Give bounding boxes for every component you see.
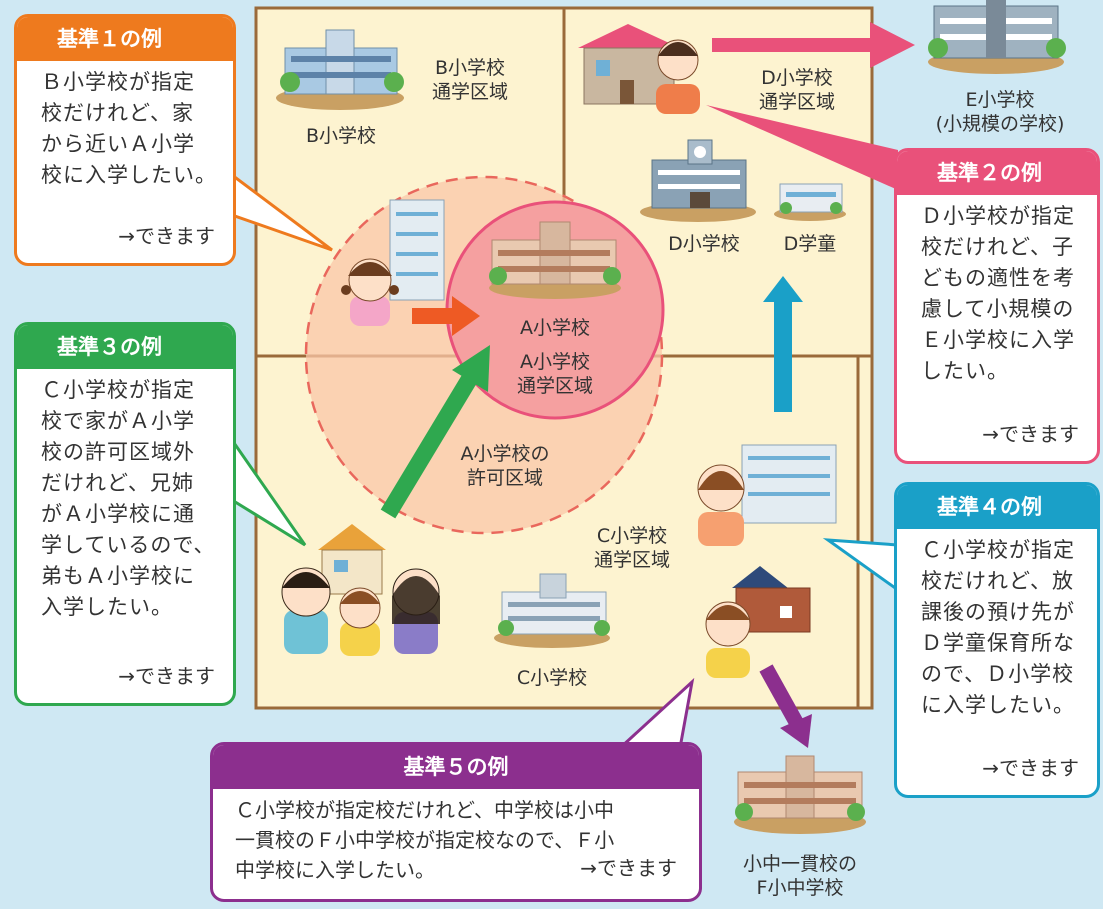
- apartment-building-icon: [389, 199, 445, 301]
- example-3-result: →できます: [118, 664, 215, 688]
- ex4-line: 校だけれど、放: [921, 569, 1074, 593]
- f-school-line-1: 小中一貫校の: [742, 853, 857, 875]
- a-permit-label: A小学校の 許可区域: [450, 442, 560, 490]
- example-1-title: 基準１の例: [17, 17, 233, 61]
- ex2-line: したい。: [921, 359, 1009, 383]
- e-school-line-1: E小学校: [965, 89, 1035, 111]
- c-area-line-1: C小学校: [596, 525, 668, 547]
- ex3-line: 弟もＡ小学校に: [41, 564, 195, 588]
- example-5-box: 基準５の例 Ｃ小学校が指定校だけれど、中学校は小中 一貫校のＦ小中学校が指定校な…: [210, 742, 702, 902]
- example-5-title: 基準５の例: [213, 745, 699, 789]
- a-area-line-1: A小学校: [520, 351, 590, 373]
- ex1-line: 校に入学したい。: [41, 163, 217, 187]
- example-1-box: 基準１の例 Ｂ小学校が指定 校だけれど、家 から近いＡ小学 校に入学したい。 →…: [14, 14, 236, 266]
- example-1-body: Ｂ小学校が指定 校だけれど、家 から近いＡ小学 校に入学したい。: [17, 61, 233, 191]
- girl-c-icon: [697, 464, 745, 546]
- f-school-building-icon: [734, 755, 866, 834]
- b-area-line-2: 通学区域: [431, 81, 508, 103]
- example-4-title: 基準４の例: [897, 485, 1097, 529]
- ex1-line: 校だけれど、家: [41, 101, 194, 125]
- d-gakudo-building-icon: [774, 183, 846, 221]
- arrow-d-school-cyan: [763, 276, 803, 412]
- example-3-box: 基準３の例 Ｃ小学校が指定 校で家がＡ小学 校の許可区域外 だけれど、兄姉 がＡ…: [14, 322, 236, 706]
- example-2-body: Ｄ小学校が指定 校だけれど、子 どもの適性を考 慮して小規模の Ｅ小学校に入学 …: [897, 195, 1097, 387]
- arrow-a-school-green: [380, 345, 490, 519]
- f-school-label: 小中一貫校の F小中学校: [730, 852, 870, 900]
- ex3-line: Ｃ小学校が指定: [41, 378, 195, 402]
- girl-a-icon: [341, 258, 399, 326]
- ex2-line: 校だけれど、子: [921, 235, 1074, 259]
- ex5-line: Ｃ小学校が指定校だけれど、中学校は小中: [235, 798, 614, 822]
- a-area-line-2: 通学区域: [516, 375, 593, 397]
- b-area-label: B小学校 通学区域: [420, 56, 520, 104]
- a-permit-line-2: 許可区域: [466, 467, 543, 489]
- apartment-c-icon: [741, 444, 837, 524]
- example-5-body: Ｃ小学校が指定校だけれど、中学校は小中 一貫校のＦ小中学校が指定校なので、Ｆ小 …: [213, 789, 699, 885]
- arrow-a-school-orange: [412, 296, 480, 336]
- e-school-label: E小学校 (小規模の学校): [920, 88, 1080, 136]
- a-permit-line-1: A小学校の: [460, 443, 550, 465]
- ex3-line: 校で家がＡ小学: [41, 409, 195, 433]
- c-area-line-2: 通学区域: [593, 549, 670, 571]
- example-5-result: →できます: [580, 856, 677, 880]
- a-school-label: A小学校: [520, 317, 590, 339]
- c-school-building-icon: [494, 573, 610, 648]
- b-area-line-1: B小学校: [434, 57, 506, 79]
- e-school-line-2: (小規模の学校): [935, 113, 1065, 135]
- d-area-label: D小学校 通学区域: [742, 66, 852, 114]
- example-3-title: 基準３の例: [17, 325, 233, 369]
- arrow-e-school: [712, 22, 915, 68]
- b-school-building-icon: [276, 29, 404, 110]
- ex3-line: 校の許可区域外: [41, 440, 195, 464]
- ex5-line: 一貫校のＦ小中学校が指定校なので、Ｆ小: [235, 828, 615, 852]
- d-gakudo-label: D学童: [783, 233, 837, 255]
- children-family-icon: [281, 567, 440, 656]
- example-2-title: 基準２の例: [897, 151, 1097, 195]
- example-3-body: Ｃ小学校が指定 校で家がＡ小学 校の許可区域外 だけれど、兄姉 がＡ小学校に通 …: [17, 369, 233, 623]
- arrow-f-school-purple: [759, 664, 812, 748]
- ex4-line: に入学したい。: [921, 693, 1075, 717]
- girl-ex5-icon: [705, 601, 751, 678]
- d-school-label: D小学校: [668, 233, 740, 255]
- ex2-line: Ｄ小学校が指定: [921, 204, 1075, 228]
- ex2-pink-pointer: [706, 105, 898, 190]
- ex3-line: だけれど、兄姉: [41, 471, 194, 495]
- ex4-line: ので、Ｄ小学校: [921, 662, 1075, 686]
- f-school-line-2: F小中学校: [756, 877, 844, 899]
- ex1-line: Ｂ小学校が指定: [41, 70, 195, 94]
- example-1-result: →できます: [118, 224, 215, 248]
- d-area-line-1: D小学校: [761, 67, 833, 89]
- ex3-line: 学しているので、: [41, 533, 216, 557]
- boy-d-icon: [656, 39, 700, 114]
- c-school-label: C小学校: [516, 667, 588, 689]
- ex2-line: Ｅ小学校に入学: [921, 328, 1075, 352]
- d-area-line-2: 通学区域: [758, 91, 835, 113]
- e-school-building-icon: [928, 0, 1066, 74]
- example-2-box: 基準２の例 Ｄ小学校が指定 校だけれど、子 どもの適性を考 慮して小規模の Ｅ小…: [894, 148, 1100, 464]
- ex3-line: 入学したい。: [41, 595, 173, 619]
- family-house-icon: [318, 524, 386, 595]
- a-school-building-icon: [489, 221, 621, 299]
- example-4-body: Ｃ小学校が指定 校だけれど、放 課後の預け先が Ｄ学童保育所な ので、Ｄ小学校 …: [897, 529, 1097, 721]
- ex3-line: がＡ小学校に通: [41, 502, 195, 526]
- ex5-line: 中学校に入学したい。: [235, 858, 435, 882]
- example-2-result: →できます: [982, 422, 1079, 446]
- a-area-label: A小学校 通学区域: [505, 350, 605, 398]
- ex1-line: から近いＡ小学: [41, 132, 195, 156]
- ex4-line: Ｃ小学校が指定: [921, 538, 1075, 562]
- c-area-label: C小学校 通学区域: [582, 524, 682, 572]
- ex2-line: どもの適性を考: [921, 266, 1075, 290]
- d-school-building-icon: [640, 139, 756, 222]
- ex4-line: 課後の預け先が: [921, 600, 1075, 624]
- example-4-result: →できます: [982, 756, 1079, 780]
- b-school-label: B小学校: [305, 125, 377, 147]
- ex4-line: Ｄ学童保育所な: [921, 631, 1075, 655]
- example-4-box: 基準４の例 Ｃ小学校が指定 校だけれど、放 課後の預け先が Ｄ学童保育所な ので…: [894, 482, 1100, 798]
- ex2-line: 慮して小規模の: [921, 297, 1075, 321]
